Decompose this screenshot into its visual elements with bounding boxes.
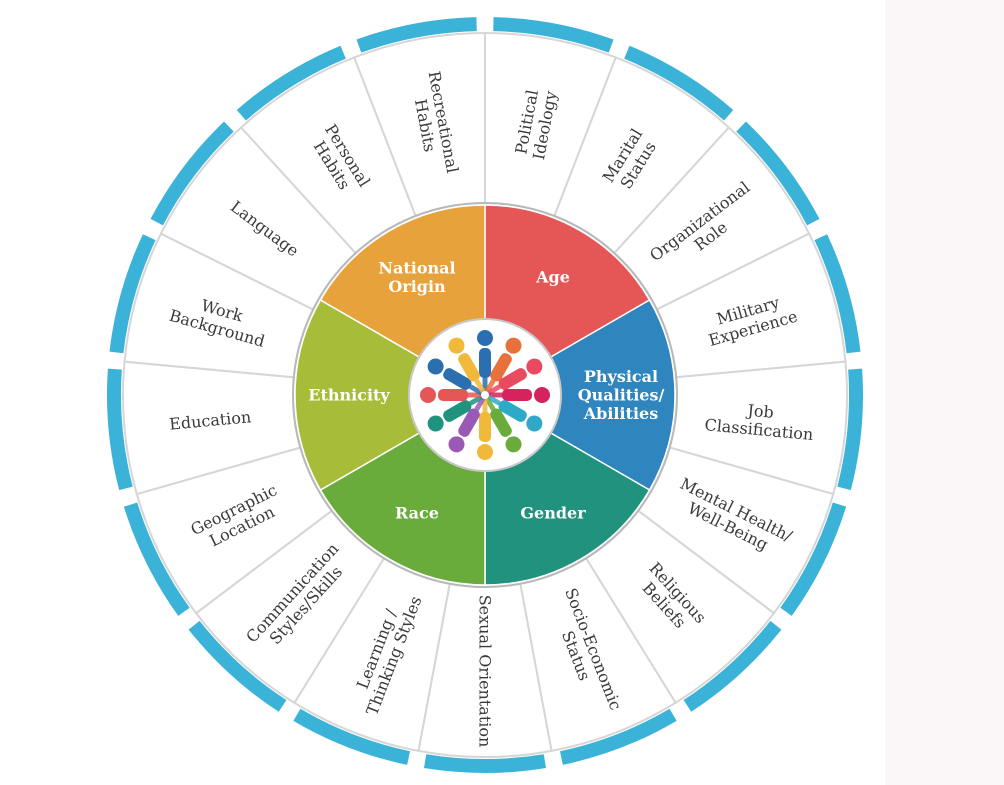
person-figure — [487, 358, 543, 395]
band-segment — [293, 708, 411, 765]
core-segment-label-line: Gender — [520, 503, 586, 522]
band-segment — [150, 121, 234, 226]
outer-segment: Mental Health/Well-Being — [636, 446, 835, 615]
band-segment — [423, 754, 547, 774]
person-body — [438, 389, 468, 401]
core-segment-label-line: Abilities — [583, 404, 659, 423]
outer-segment: Learning /Thinking Styles — [293, 556, 451, 753]
person-figure — [448, 337, 485, 393]
person-leg — [487, 395, 502, 406]
side-strip — [885, 0, 1004, 785]
person-leg — [474, 397, 485, 412]
outer-band — [106, 17, 863, 774]
person-leg — [468, 395, 483, 406]
person-leg — [485, 397, 496, 412]
person-body — [490, 353, 512, 382]
person-body — [498, 400, 527, 422]
person-figure — [427, 358, 483, 395]
person-body — [498, 368, 527, 390]
person-body — [443, 368, 472, 390]
outer-segment-label-line: Sexual Orientation — [476, 595, 495, 748]
person-body — [490, 408, 512, 437]
core-segment: Race — [319, 431, 486, 586]
core-segment-label-line: Ethnicity — [308, 386, 390, 405]
people-circle-icon — [420, 330, 550, 460]
person-head — [526, 415, 543, 432]
person-leg — [468, 384, 483, 395]
person-figure — [420, 387, 482, 403]
person-leg — [474, 378, 485, 393]
person-body — [479, 348, 491, 378]
band-segment — [106, 368, 133, 491]
person-head — [477, 444, 493, 460]
band-segment — [356, 17, 477, 53]
band-segment — [109, 234, 156, 354]
person-head — [448, 436, 465, 453]
band-segment — [780, 502, 847, 616]
outer-segment-label-line: Job — [745, 400, 775, 422]
core-segment-label-line: Qualities/ — [578, 386, 665, 405]
person-figure — [477, 330, 493, 392]
band-segment — [683, 620, 782, 712]
person-head — [427, 358, 444, 375]
band-segment — [624, 45, 734, 121]
person-head — [534, 387, 550, 403]
person-body — [458, 408, 480, 437]
band-segment — [837, 368, 863, 491]
person-head — [526, 358, 543, 375]
core-segment-label-line: National — [378, 259, 455, 278]
person-figure — [487, 395, 543, 432]
core-segment-label-line: Physical — [584, 367, 658, 386]
band-segment — [814, 234, 861, 354]
core-segment-label-line: Age — [535, 268, 570, 287]
person-figure — [485, 397, 522, 453]
core-segment-label-line: Race — [395, 503, 439, 522]
band-segment — [236, 45, 346, 121]
person-figure — [485, 337, 522, 393]
band-segment — [123, 502, 190, 616]
band-segment — [188, 620, 287, 712]
band-segment — [559, 708, 677, 765]
core-segment: Ethnicity — [294, 298, 421, 492]
person-body — [502, 389, 532, 401]
core-segment-label-line: Origin — [388, 277, 446, 296]
person-leg — [487, 384, 502, 395]
hub-dot — [481, 391, 489, 399]
person-figure — [427, 395, 483, 432]
band-segment — [493, 17, 614, 53]
person-head — [448, 337, 465, 354]
person-leg — [485, 378, 496, 393]
person-body — [458, 353, 480, 382]
person-head — [505, 337, 522, 354]
person-figure — [488, 387, 550, 403]
band-segment — [736, 121, 820, 226]
person-head — [505, 436, 522, 453]
person-head — [427, 415, 444, 432]
person-figure — [448, 397, 485, 453]
person-body — [479, 412, 491, 442]
center-hub — [408, 318, 562, 472]
person-head — [477, 330, 493, 346]
core-outline — [292, 202, 678, 588]
outer-segment: Language — [159, 126, 358, 311]
person-body — [443, 400, 472, 422]
person-figure — [477, 398, 493, 460]
person-head — [420, 387, 436, 403]
